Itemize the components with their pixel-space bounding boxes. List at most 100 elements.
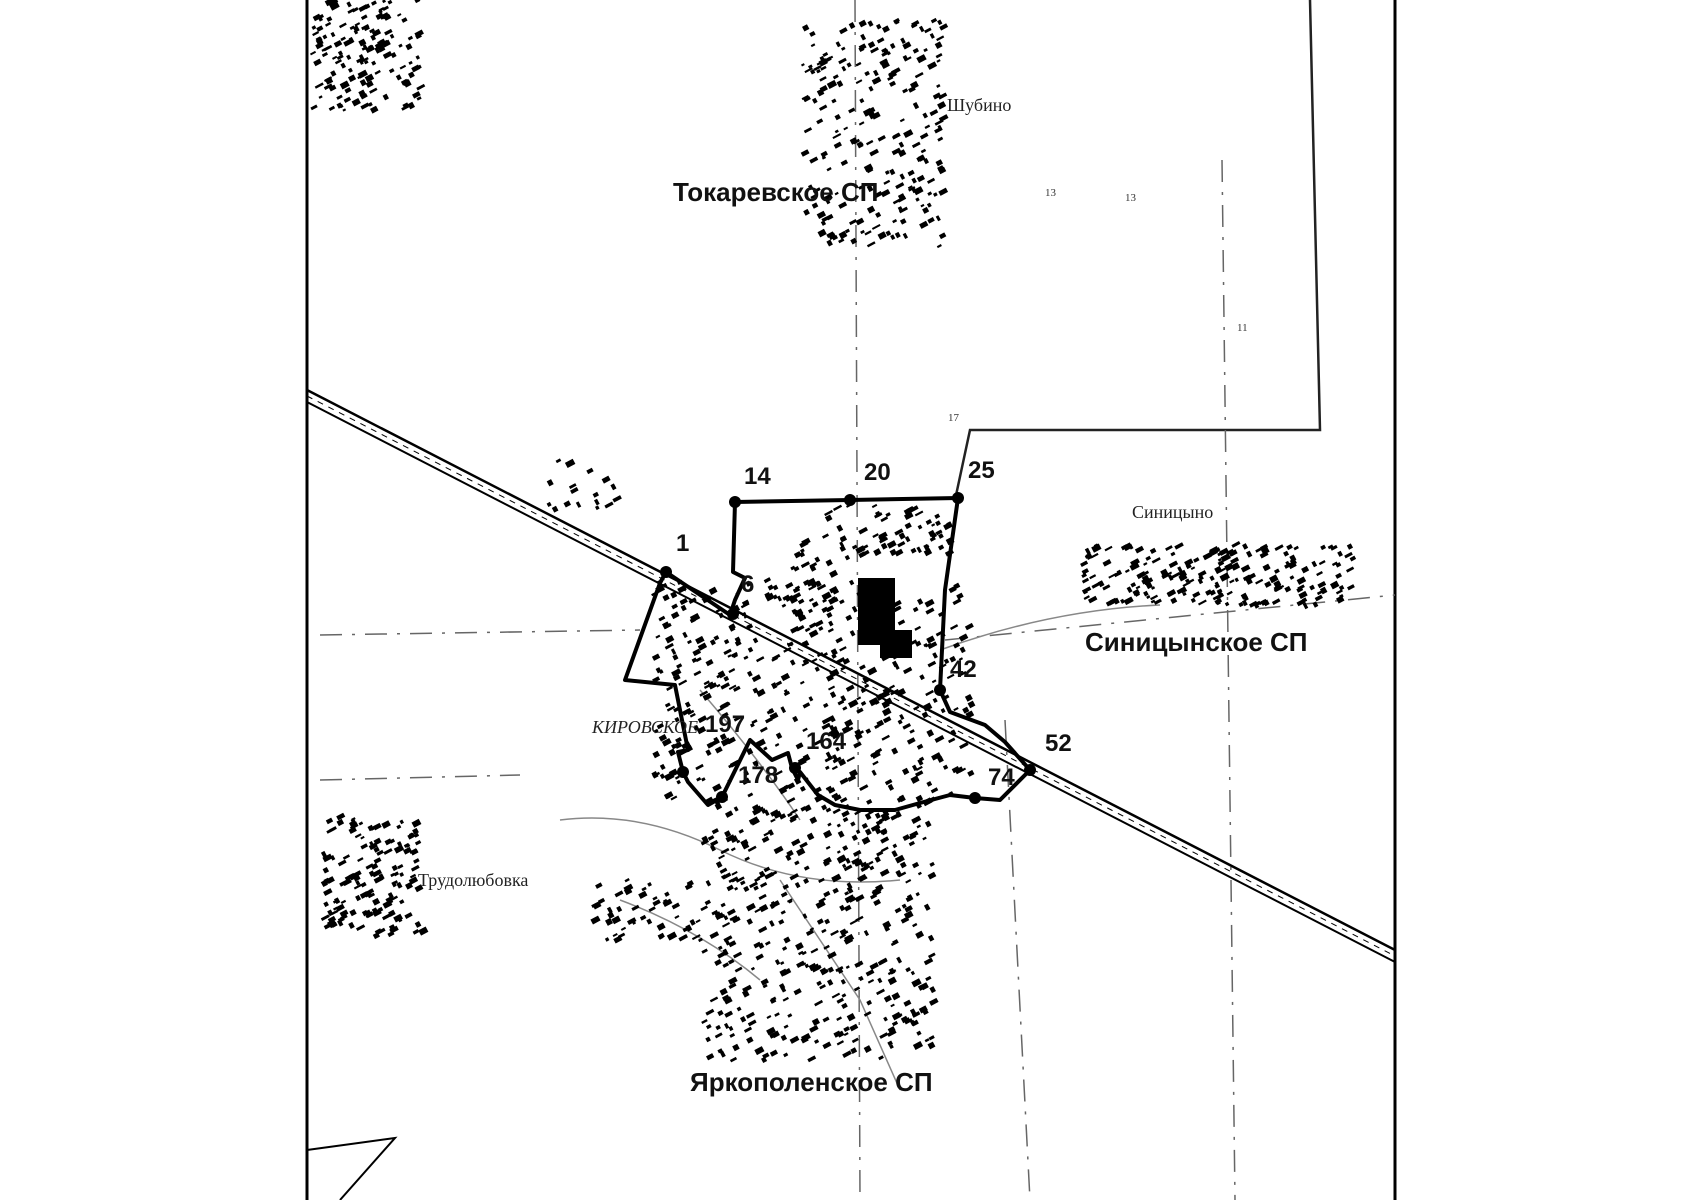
building <box>371 907 379 915</box>
building <box>810 963 821 973</box>
building <box>948 585 957 594</box>
building <box>336 818 345 827</box>
building <box>819 85 828 93</box>
building <box>743 770 750 777</box>
building <box>607 911 615 919</box>
building <box>691 657 698 663</box>
building <box>836 657 846 665</box>
building <box>728 982 737 990</box>
building <box>839 797 848 804</box>
building <box>868 697 879 707</box>
building <box>734 966 743 973</box>
building <box>820 220 827 226</box>
building <box>927 177 936 184</box>
building <box>1212 595 1220 601</box>
building <box>801 640 810 648</box>
building <box>936 35 945 42</box>
building <box>1168 560 1179 569</box>
building <box>926 729 935 738</box>
building <box>800 149 810 157</box>
building <box>586 467 594 475</box>
building <box>879 58 888 65</box>
building <box>882 707 892 717</box>
building <box>943 521 953 531</box>
building <box>1264 565 1270 571</box>
building <box>913 705 920 711</box>
building <box>959 741 969 750</box>
building <box>373 822 382 831</box>
building <box>832 887 839 894</box>
building <box>697 642 708 651</box>
building <box>892 198 901 205</box>
building <box>732 951 743 959</box>
building <box>811 202 819 209</box>
building <box>938 92 948 100</box>
building <box>661 737 672 747</box>
building <box>899 218 907 225</box>
building <box>879 1032 889 1039</box>
building <box>790 565 796 571</box>
building <box>367 892 376 899</box>
building <box>906 737 916 745</box>
building <box>1132 589 1141 596</box>
building <box>827 966 835 973</box>
building <box>722 948 729 956</box>
building <box>916 546 922 554</box>
building <box>747 670 753 677</box>
building <box>919 674 925 681</box>
building <box>734 639 742 647</box>
building <box>826 611 833 619</box>
building <box>820 150 828 158</box>
boundary-vertex <box>677 766 689 778</box>
building <box>767 584 774 591</box>
building <box>696 725 707 735</box>
building <box>883 179 891 185</box>
building <box>879 868 890 877</box>
building <box>855 545 866 554</box>
building <box>312 13 322 22</box>
building <box>365 80 374 88</box>
building <box>836 997 845 1004</box>
building <box>935 529 943 536</box>
building <box>934 119 944 126</box>
building <box>1231 541 1241 548</box>
building <box>1253 603 1260 609</box>
building <box>844 719 854 728</box>
building <box>917 154 926 162</box>
building <box>311 25 317 30</box>
building <box>1124 568 1130 574</box>
building <box>864 230 872 236</box>
building <box>967 700 976 709</box>
building <box>408 60 413 65</box>
building <box>399 819 404 825</box>
building <box>1229 579 1235 584</box>
building <box>326 16 333 22</box>
building <box>934 41 943 50</box>
building <box>917 984 924 991</box>
building <box>958 633 969 642</box>
building <box>878 1055 884 1061</box>
building <box>783 689 789 696</box>
building <box>721 922 731 928</box>
building <box>924 598 935 608</box>
building <box>810 580 821 588</box>
building <box>838 238 845 244</box>
building <box>1097 580 1105 588</box>
building <box>710 839 719 847</box>
building <box>740 1016 747 1023</box>
building <box>821 928 827 934</box>
building <box>726 884 734 892</box>
building <box>1283 550 1290 557</box>
building <box>844 554 851 561</box>
building <box>866 999 873 1006</box>
building <box>350 818 357 825</box>
building <box>892 843 898 849</box>
building <box>897 871 907 878</box>
building <box>877 977 883 984</box>
building <box>707 835 715 841</box>
building <box>1309 584 1315 591</box>
building <box>689 712 696 718</box>
building <box>896 605 902 611</box>
settlement-buildings <box>309 0 1357 1064</box>
